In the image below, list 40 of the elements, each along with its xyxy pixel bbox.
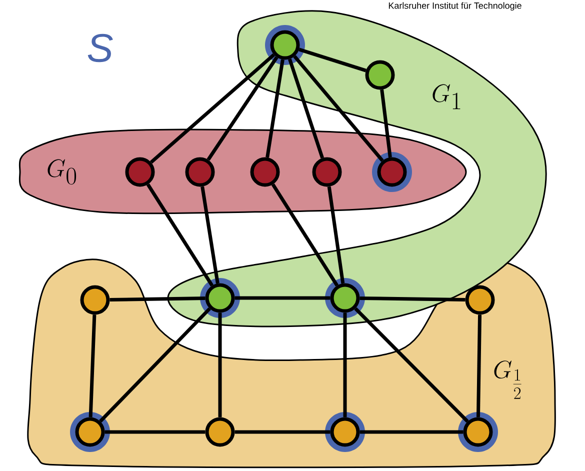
vertex-circle [80, 285, 110, 315]
graph-edge [360, 296, 466, 302]
graph-edge [218, 312, 222, 418]
graph-edge [293, 55, 384, 162]
graph-edge [298, 48, 366, 72]
graph-edge [327, 186, 345, 284]
vertex-circle [365, 60, 395, 90]
vertex-circle [185, 157, 215, 187]
vertex-circle [458, 412, 498, 452]
graph-edge [200, 186, 220, 284]
vertex-circle [250, 157, 280, 187]
vertex-circle [325, 412, 365, 452]
header-text: Karlsruher Institut für Technologie [388, 2, 522, 11]
vertex-circle [325, 278, 365, 318]
graph-edge [234, 430, 330, 434]
vertex-circle [265, 25, 305, 65]
vertex-circle [205, 417, 235, 447]
graph-edge [476, 314, 482, 418]
vertex-circle [465, 285, 495, 315]
vertex-circle [70, 412, 110, 452]
graph-edge [271, 184, 339, 286]
graph-edge [88, 314, 96, 418]
graph-edge [343, 312, 347, 418]
graph-edge [266, 59, 284, 158]
graph-edge [110, 296, 206, 302]
graph-edge [380, 89, 392, 158]
vertex-circle [312, 157, 342, 187]
graph-edge [354, 307, 469, 423]
graph-edge [288, 58, 324, 159]
vertex-circle [372, 152, 412, 192]
set-label: S [88, 34, 113, 62]
graph-edge [146, 184, 214, 286]
graph-edge [234, 296, 330, 300]
vertex-circle [200, 278, 240, 318]
graph-edge [99, 307, 211, 423]
graph-edge [150, 53, 276, 164]
graph-edge [360, 430, 464, 434]
graph-edge [104, 430, 206, 434]
graph-edge [206, 56, 278, 161]
vertex-circle [125, 157, 155, 187]
